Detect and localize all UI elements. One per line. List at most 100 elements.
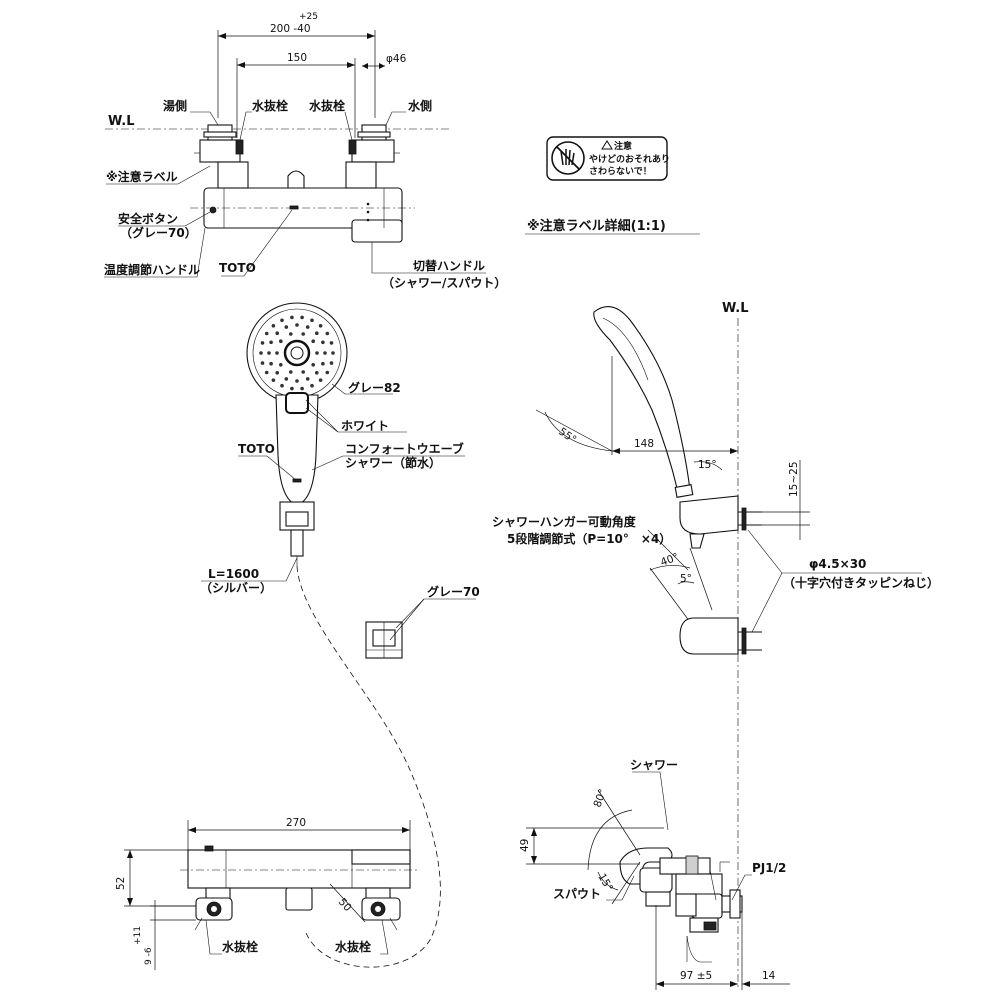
nozzle-dot <box>315 331 319 336</box>
label-toto-head: TOTO <box>238 442 275 456</box>
nozzle-dot <box>289 332 293 336</box>
nozzle-dot <box>315 371 319 375</box>
shower-head-side <box>593 306 691 493</box>
nozzle-dot <box>310 318 314 323</box>
switch-handle-top <box>351 849 411 865</box>
dim-tolerance-9-6: 9 -6 <box>144 947 154 965</box>
label-shower-name-2: シャワー（節水） <box>345 455 441 470</box>
nozzle-dot <box>295 323 299 327</box>
nozzle-dot <box>275 351 279 355</box>
dim-49: 49 <box>519 839 531 852</box>
nozzle-dot <box>321 361 325 366</box>
dim-angle-5: 5° <box>680 573 692 585</box>
label-hanger-angle-2: 5段階調節式（P=10° ×4） <box>507 531 671 546</box>
dim-148: 148 <box>634 438 654 450</box>
label-screw-2: （十字穴付きタッピンねじ） <box>783 575 939 590</box>
dim-97: 97 ±5 <box>680 970 712 982</box>
label-hot-side: 湯側 <box>163 98 187 113</box>
nozzle-dot <box>279 363 283 367</box>
label-hose-length: L=1600 <box>208 567 259 581</box>
shower-hose <box>296 565 441 968</box>
label-hanger-angle-1: シャワーハンガー可動角度 <box>492 514 637 529</box>
nozzle-dot <box>260 341 265 345</box>
label-safety-button: 安全ボタン <box>118 211 178 226</box>
switch-handle-shape <box>351 219 403 243</box>
dim-angle-15-top: 15° <box>698 459 717 471</box>
mixer-front-view: W.L +25 200 -40 150 φ46 <box>104 12 506 290</box>
nozzle-dot <box>323 351 327 355</box>
label-drain-plug-top-right: 水抜栓 <box>309 98 345 113</box>
safety-button-dot <box>209 206 217 214</box>
nozzle-dot <box>318 324 323 328</box>
nozzle-dot <box>325 331 330 336</box>
label-drain-plug-bottom-right: 水抜栓 <box>335 939 371 954</box>
label-drain-plug-bottom-left: 水抜栓 <box>222 939 258 954</box>
nozzle-dot <box>290 386 294 391</box>
shower-head-front-view: グレー82 ホワイト TOTO コンフォートウエーブ シャワー（節水） L=16… <box>200 302 465 595</box>
label-shower: シャワー <box>630 758 678 772</box>
nozzle-dot <box>275 331 280 336</box>
nozzle-dot <box>271 324 276 328</box>
spout-side <box>619 847 673 885</box>
nozzle-dot <box>289 370 293 374</box>
nozzle-dot <box>267 351 271 355</box>
dim-15-25: 15~25 <box>788 461 800 497</box>
nozzle-dot <box>290 315 294 320</box>
drain-plug-top-right <box>348 139 357 155</box>
label-caution: ※注意ラベル <box>106 169 178 184</box>
label-temp-handle: 温度調節ハンドル <box>104 262 200 277</box>
wl-top-label: W.L <box>108 114 135 129</box>
nozzle-dot <box>329 341 334 345</box>
lower-hanger <box>679 617 739 655</box>
cold-elbow <box>351 139 395 163</box>
nozzle-dot <box>301 332 306 336</box>
nozzle-dot <box>305 325 310 329</box>
label-hose-color: （シルバー） <box>200 580 272 595</box>
center-nub <box>287 170 305 189</box>
nozzle-dot <box>264 370 269 375</box>
caution-label-detail: 注意 やけどのおそれあり さわらないで！ ※注意ラベル詳細(1:1) <box>525 136 700 235</box>
dim-angle-80: 80° <box>592 787 610 809</box>
label-safety-button-color: （グレー70） <box>120 225 197 240</box>
label-spout: スパウト <box>553 887 601 901</box>
label-grey70-holder: グレー70 <box>427 584 480 599</box>
hot-elbow <box>199 139 241 163</box>
dim-270: 270 <box>286 817 306 829</box>
dim-pitch-200: 200 -40 <box>270 23 311 35</box>
nozzle-dot <box>315 351 319 355</box>
nozzle-dot <box>269 361 273 366</box>
nozzle-dot <box>280 318 284 323</box>
side-view: W.L 55° 148 15° 15~25 シャワーハンガー可動角度 5段階調節… <box>492 301 939 990</box>
nozzle-dot <box>260 361 265 365</box>
wl-right-label: W.L <box>722 301 749 316</box>
nozzle-dot <box>311 363 316 367</box>
nozzle-dot <box>284 377 289 381</box>
shower-button <box>285 392 309 414</box>
dim-angle-40: 40° <box>659 551 681 569</box>
label-grey82: グレー82 <box>348 380 401 395</box>
nozzle-dot <box>279 339 283 344</box>
dim-phi46: φ46 <box>386 53 407 65</box>
dim-tolerance-plus: +25 <box>299 12 318 22</box>
nozzle-dot <box>321 340 325 345</box>
nozzle-dot <box>329 361 334 365</box>
dim-angle-55: 55° <box>556 426 578 447</box>
nozzle-dot <box>300 386 304 391</box>
label-screw-1: φ4.5×30 <box>809 557 866 571</box>
dim-14: 14 <box>762 970 776 982</box>
nozzle-dot <box>300 315 304 320</box>
caution-detail-title: ※注意ラベル詳細(1:1) <box>527 218 666 234</box>
label-switch-handle-sub: （シャワー/スパウト） <box>382 275 506 290</box>
upper-hanger <box>679 495 739 535</box>
nozzle-dot <box>325 370 330 375</box>
nozzle-dot <box>305 377 310 381</box>
shower-nozzles <box>259 315 335 391</box>
nozzle-dot <box>301 370 306 374</box>
nozzle-dot <box>318 378 323 383</box>
nozzle-dot <box>284 325 289 329</box>
dim-50: 50 <box>336 896 354 914</box>
nozzle-dot <box>295 379 299 383</box>
label-white: ホワイト <box>341 419 389 433</box>
dim-tolerance-11: +11 <box>133 926 143 945</box>
